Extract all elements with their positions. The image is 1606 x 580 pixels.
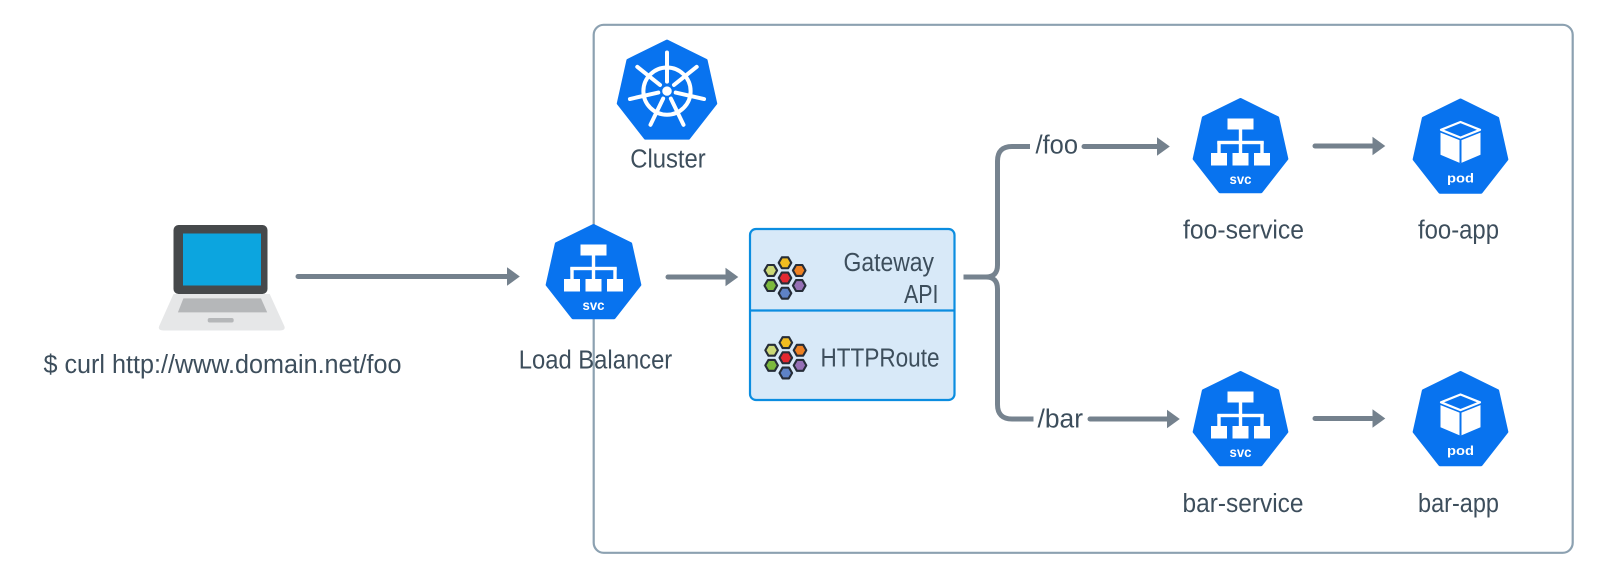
svg-text:Gateway: Gateway bbox=[844, 249, 935, 277]
svg-text:foo-app: foo-app bbox=[1418, 217, 1499, 245]
svg-text:/bar: /bar bbox=[1038, 406, 1084, 434]
svg-text:foo-service: foo-service bbox=[1183, 217, 1304, 245]
svg-text:Cluster: Cluster bbox=[630, 146, 706, 174]
svg-text:HTTPRoute: HTTPRoute bbox=[821, 345, 940, 373]
svg-text:/foo: /foo bbox=[1036, 132, 1079, 160]
svg-text:$ curl http://www.domain.net/f: $ curl http://www.domain.net/foo bbox=[44, 351, 402, 379]
svg-text:bar-app: bar-app bbox=[1418, 490, 1499, 518]
svg-text:Load Balancer: Load Balancer bbox=[519, 347, 673, 375]
svg-text:bar-service: bar-service bbox=[1183, 490, 1304, 518]
svg-text:API: API bbox=[904, 281, 939, 309]
